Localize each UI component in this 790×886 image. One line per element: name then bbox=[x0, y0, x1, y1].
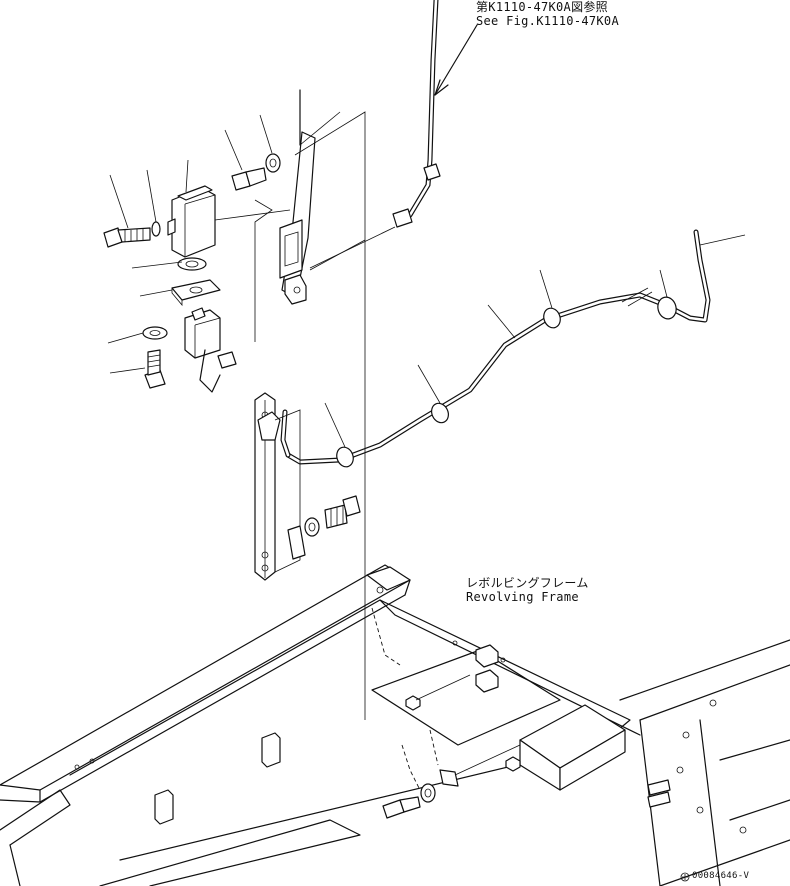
reference-label-en: See Fig.K1110-47K0A bbox=[476, 14, 619, 28]
drawing-number: 00084646-V bbox=[692, 871, 750, 881]
panel-outline bbox=[214, 111, 366, 720]
vertical-stay bbox=[254, 392, 361, 581]
reference-label-jp: 第K1110-47K0A図参照 bbox=[476, 0, 608, 14]
relay-assembly bbox=[103, 114, 281, 393]
revolving-frame bbox=[0, 564, 790, 886]
wire-harness bbox=[280, 0, 746, 468]
reference-leader bbox=[434, 24, 478, 96]
upper-bracket bbox=[279, 89, 341, 305]
frame-label-jp: レボルビングフレーム bbox=[466, 576, 589, 590]
frame-label-en: Revolving Frame bbox=[466, 590, 579, 604]
drawing-number-icon bbox=[680, 872, 690, 882]
